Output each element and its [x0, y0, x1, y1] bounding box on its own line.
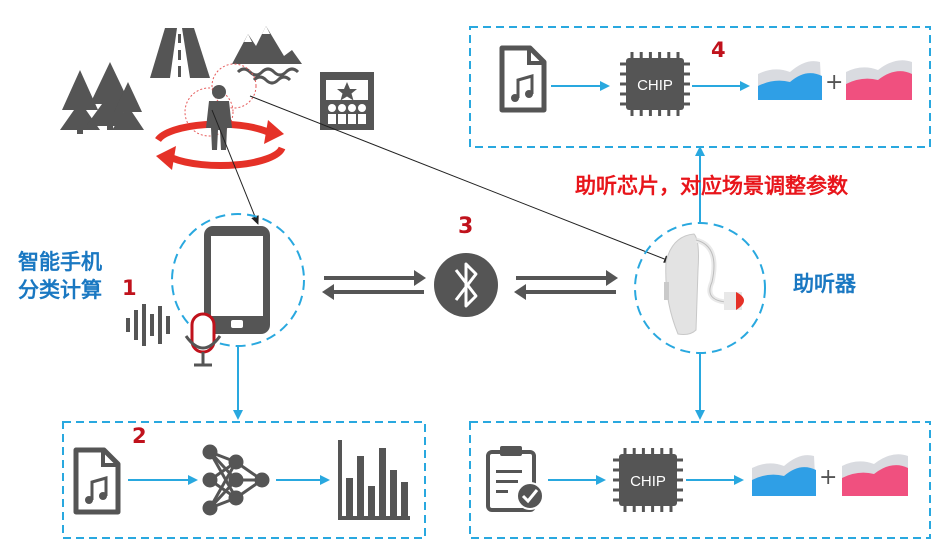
smartphone-icon — [204, 226, 270, 334]
chip-pin — [632, 506, 636, 512]
scene-to-phone-arrow — [211, 109, 259, 225]
phone-compute-label: 智能手机 分类计算 — [18, 248, 102, 304]
audio-file-icon — [499, 45, 547, 113]
clipboard-check-icon — [486, 446, 544, 512]
chip-pin — [613, 458, 619, 462]
exchange-arrows-icon — [322, 270, 426, 300]
svg-text:CHIP: CHIP — [637, 77, 673, 94]
bar-chart-icon — [338, 440, 410, 520]
chip-pin — [677, 468, 683, 472]
focus-circle — [184, 87, 234, 137]
forest-icon — [60, 62, 144, 134]
hearing-aid-icon — [664, 233, 744, 335]
chip-pin — [613, 478, 619, 482]
sound-wave-icon — [126, 304, 170, 346]
chip-pin — [676, 110, 680, 116]
neural-network-icon — [202, 444, 270, 516]
mountain-lake-icon — [232, 26, 302, 85]
phone-analysis-panel — [62, 421, 426, 539]
phone-circle — [171, 213, 305, 347]
plus-sign: + — [819, 465, 838, 490]
chip-pin — [684, 62, 690, 66]
chip-pin — [684, 102, 690, 106]
chip-pin — [660, 506, 664, 512]
top-chip-panel — [469, 26, 931, 148]
phone-compute-line-1: 智能手机 — [18, 250, 102, 274]
chip-pin — [613, 498, 619, 502]
chip-pin — [639, 110, 643, 116]
chip-pin — [684, 82, 690, 86]
chip-pin — [641, 448, 645, 454]
scene-to-hearing-aid-arrow — [249, 95, 673, 263]
chip-pin — [651, 448, 655, 454]
chip-pin — [620, 62, 626, 66]
step-3-number: 3 — [458, 214, 474, 239]
chip-pin — [677, 498, 683, 502]
rotation-arrows-icon — [155, 120, 286, 170]
spectrum-pink-icon — [842, 454, 908, 496]
bluetooth-icon — [434, 253, 498, 317]
bottom-chip-panel — [469, 421, 931, 539]
chip-icon: CHIP — [619, 454, 677, 506]
chip-pin — [641, 506, 645, 512]
step-4-number: 4 — [711, 38, 726, 62]
road-icon — [150, 28, 210, 78]
chip-pin — [684, 72, 690, 76]
chip-pin — [676, 52, 680, 58]
chip-pin — [684, 92, 690, 96]
phone-compute-line-2: 分类计算 — [18, 278, 102, 302]
chip-pin — [677, 458, 683, 462]
chip-pin — [630, 110, 634, 116]
chip-pin — [620, 92, 626, 96]
hearing-aid-label: 助听器 — [793, 272, 856, 296]
chip-pin — [620, 72, 626, 76]
chip-caption: 助听芯片，对应场景调整参数 — [575, 174, 848, 198]
chip-pin — [620, 102, 626, 106]
theater-icon — [320, 72, 374, 130]
person-icon — [206, 85, 232, 150]
chip-pin — [651, 506, 655, 512]
chip-pin — [639, 52, 643, 58]
chip-pin — [658, 110, 662, 116]
chip-pin — [613, 468, 619, 472]
microphone-icon — [184, 312, 222, 367]
chip-pin — [630, 52, 634, 58]
step-1-number: 1 — [122, 276, 137, 300]
chip-pin — [620, 82, 626, 86]
spectrum-pink-icon — [846, 60, 912, 100]
chip-pin — [669, 506, 673, 512]
chip-pin — [669, 448, 673, 454]
chip-pin — [677, 478, 683, 482]
spectrum-blue-icon — [752, 455, 816, 496]
chip-icon: CHIP — [626, 58, 684, 110]
plus-sign: + — [825, 70, 844, 95]
chip-pin — [648, 52, 652, 58]
chip-pin — [623, 448, 627, 454]
chip-pin — [667, 52, 671, 58]
chip-pin — [660, 448, 664, 454]
svg-text:CHIP: CHIP — [630, 473, 666, 490]
chip-pin — [667, 110, 671, 116]
chip-pin — [623, 506, 627, 512]
step-2-number: 2 — [132, 424, 147, 448]
exchange-arrows-icon — [514, 270, 618, 300]
focus-circle — [211, 63, 257, 109]
spectrum-blue-icon — [758, 61, 822, 100]
audio-file-icon — [73, 447, 121, 515]
chip-pin — [677, 488, 683, 492]
chip-pin — [658, 52, 662, 58]
chip-pin — [632, 448, 636, 454]
chip-pin — [648, 110, 652, 116]
chip-pin — [613, 488, 619, 492]
